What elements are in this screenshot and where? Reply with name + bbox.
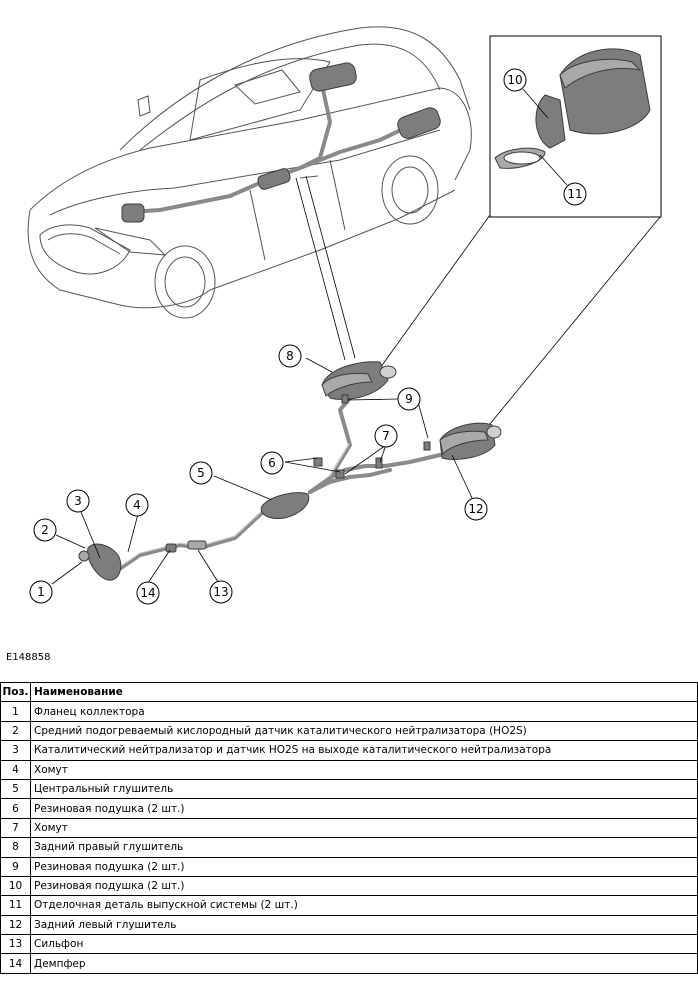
svg-text:8: 8	[286, 349, 294, 363]
callout-10: 10	[503, 68, 527, 92]
row-name: Отделочная деталь выпускной системы (2 ш…	[30, 895, 698, 916]
column-header-pos: Поз.	[0, 681, 31, 703]
row-name: Хомут	[30, 817, 698, 839]
callout-9: 9	[397, 387, 421, 411]
callout-4: 4	[125, 493, 149, 517]
svg-text:1: 1	[37, 585, 45, 599]
svg-text:9: 9	[405, 392, 413, 406]
row-name: Задний правый глушитель	[30, 837, 698, 858]
callout-6: 6	[260, 451, 284, 475]
svg-text:4: 4	[133, 498, 141, 512]
row-pos: 10	[0, 875, 31, 897]
row-pos: 5	[0, 778, 31, 800]
svg-text:3: 3	[74, 494, 82, 508]
column-header-name: Наименование	[30, 681, 698, 703]
callout-11: 11	[563, 182, 587, 206]
row-name: Каталитический нейтрализатор и датчик HO…	[30, 740, 698, 761]
row-pos: 7	[0, 817, 31, 839]
callout-1: 1	[29, 580, 53, 604]
row-pos: 11	[0, 895, 31, 916]
callout-5: 5	[189, 461, 213, 485]
callout-12: 12	[464, 497, 488, 521]
svg-text:2: 2	[41, 523, 49, 537]
row-pos: 6	[0, 798, 31, 819]
row-name: Средний подогреваемый кислородный датчик…	[30, 720, 698, 742]
car-illustration	[27, 26, 472, 319]
svg-text:5: 5	[197, 466, 205, 480]
svg-text:11: 11	[567, 187, 582, 201]
callouts: 1 2 3 4 5 6 7 8 9 10 11 12 13 14	[29, 68, 587, 605]
callout-3: 3	[66, 489, 90, 513]
svg-text:10: 10	[507, 73, 522, 87]
callout-14: 14	[136, 581, 160, 605]
row-pos: 8	[0, 837, 31, 858]
callout-13: 13	[209, 580, 233, 604]
exhaust-assembly	[78, 361, 502, 581]
row-name: Сильфон	[30, 934, 698, 955]
callout-7: 7	[374, 424, 398, 448]
row-pos: 2	[0, 720, 31, 742]
row-name: Фланец коллектора	[30, 701, 698, 722]
row-name: Резиновая подушка (2 шт.)	[30, 856, 698, 877]
row-pos: 13	[0, 934, 31, 955]
row-pos: 3	[0, 740, 31, 761]
row-pos: 4	[0, 759, 31, 780]
svg-text:12: 12	[468, 502, 483, 516]
row-pos: 1	[0, 701, 31, 722]
table-header-row: Поз. Наименование	[0, 681, 698, 703]
row-pos: 9	[0, 856, 31, 877]
callout-leaders	[51, 88, 568, 585]
callout-2: 2	[33, 518, 57, 542]
svg-text:14: 14	[140, 586, 155, 600]
row-name: Хомут	[30, 759, 698, 780]
exhaust-system-diagram: 1 2 3 4 5 6 7 8 9 10 11 12 13 14	[27, 26, 662, 605]
callout-8: 8	[278, 344, 302, 368]
svg-text:6: 6	[268, 456, 276, 470]
row-name: Центральный глушитель	[30, 778, 698, 800]
row-name: Резиновая подушка (2 шт.)	[30, 875, 698, 897]
row-name: Резиновая подушка (2 шт.)	[30, 798, 698, 819]
svg-text:7: 7	[382, 429, 390, 443]
row-name: Демпфер	[30, 953, 698, 974]
svg-text:13: 13	[213, 585, 228, 599]
row-pos: 12	[0, 914, 31, 936]
figure-id: E148858	[6, 652, 51, 663]
row-pos: 14	[0, 953, 31, 974]
row-name: Задний левый глушитель	[30, 914, 698, 936]
